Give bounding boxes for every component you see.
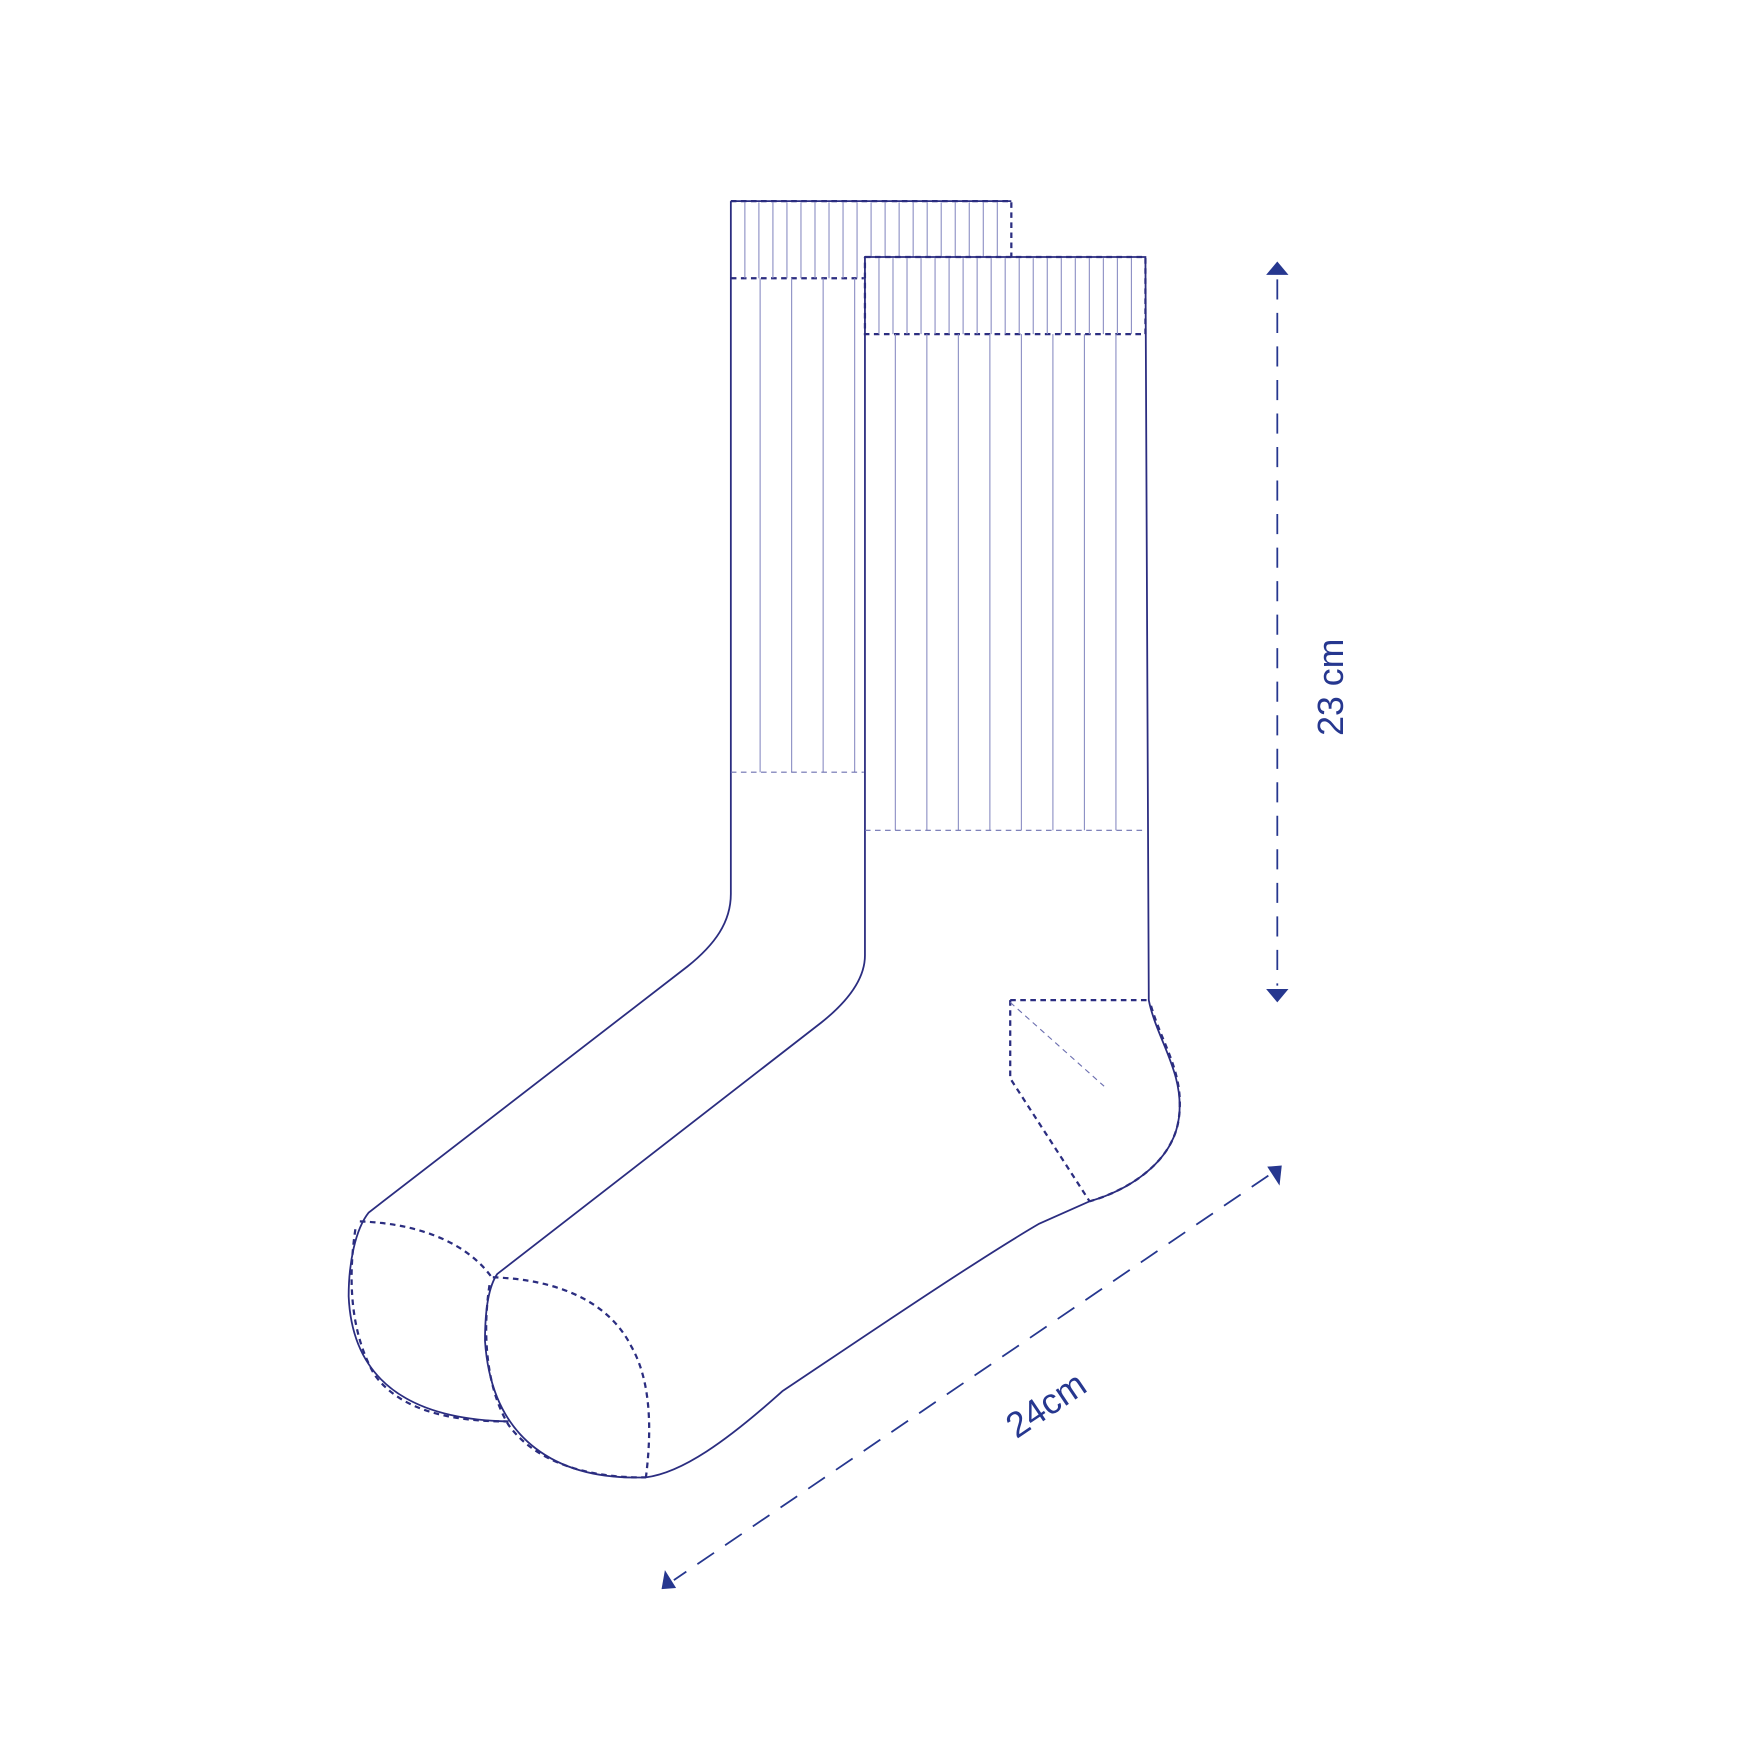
height-dimension: 23 cm — [1266, 261, 1351, 1003]
length-label: 24cm — [999, 1364, 1094, 1446]
back-sock-cuff-seam — [730, 200, 1013, 280]
front-sock-cuff-ribs — [878, 258, 1132, 335]
arrow-down-icon — [1266, 988, 1289, 1003]
arrow-up-icon — [1266, 261, 1289, 275]
arrow-down-left-icon — [661, 1570, 677, 1590]
back-sock-toe-seam — [359, 1220, 493, 1278]
back-sock-leg-ribs — [759, 278, 856, 773]
front-sock-heel-edge — [1089, 1005, 1181, 1203]
front-sock-heel-fold — [1009, 1001, 1105, 1087]
front-sock — [484, 255, 1181, 1479]
front-sock-heel-seam — [1009, 999, 1149, 1202]
back-sock-toe-edge — [350, 1229, 509, 1423]
front-sock-cuff-seam — [863, 255, 1147, 336]
front-sock-toe-seam — [492, 1276, 651, 1478]
height-label: 23 cm — [1311, 639, 1351, 736]
back-sock-outline — [347, 201, 732, 1423]
front-sock-leg-ribs — [894, 334, 1117, 831]
length-dimension-line — [673, 1174, 1269, 1581]
front-sock-toe-edge — [485, 1284, 646, 1479]
arrow-up-right-icon — [1267, 1165, 1282, 1186]
